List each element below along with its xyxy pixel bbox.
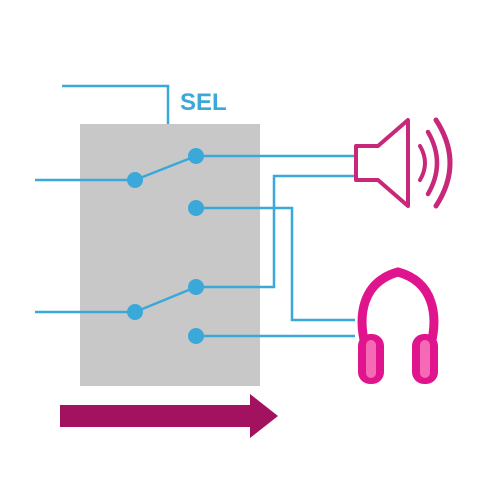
- wire-bottom-a-to-speaker: [196, 174, 355, 289]
- sel-control-line: [62, 84, 170, 124]
- switch-box: [80, 124, 260, 386]
- sound-waves-icon: [418, 117, 453, 209]
- headphones-icon: [357, 267, 439, 384]
- switch-lever-top: [134, 154, 197, 182]
- switch-pivot-bottom: [127, 304, 143, 320]
- wire-top-b-to-headphones: [196, 206, 355, 322]
- speaker-icon: [354, 117, 453, 209]
- switch-lever-bottom: [134, 285, 197, 314]
- sel-label: SEL: [180, 89, 227, 116]
- direction-arrow-icon: [60, 394, 278, 438]
- switch-pivot-top: [127, 172, 143, 188]
